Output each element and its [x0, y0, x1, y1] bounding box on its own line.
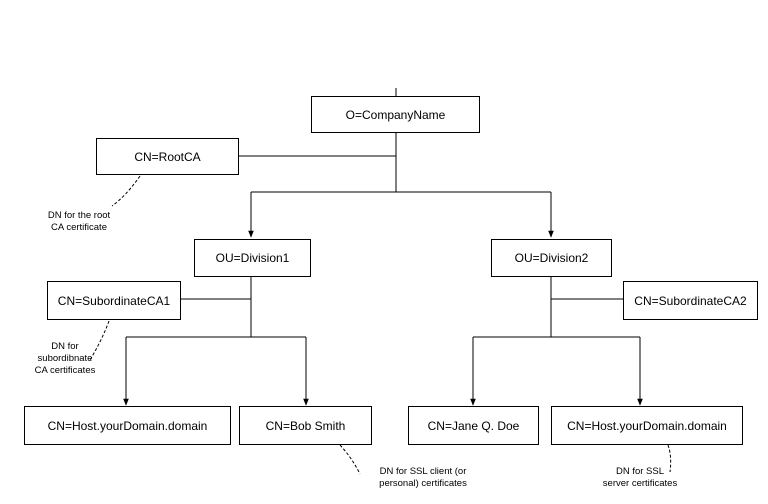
o-companyname-node: O=CompanyName — [311, 96, 480, 133]
ou-division1-node: OU=Division1 — [194, 239, 311, 277]
cn-subordinateca2-node: CN=SubordinateCA2 — [623, 281, 758, 320]
subordinate-ca-note-line1: DN for — [51, 341, 79, 352]
ssl-client-note-line2: personal) certificates — [379, 478, 467, 489]
ou-division2-node: OU=Division2 — [491, 239, 612, 277]
cn-rootca-node: CN=RootCA — [96, 138, 239, 175]
subordinate-ca-note-line3: CA certificates — [34, 365, 96, 376]
rootca-note: DN for the root CA certificate — [24, 210, 134, 234]
ssl-server-note-line1: DN for SSL — [615, 466, 665, 477]
rootca-note-line2: CA certificate — [51, 222, 107, 233]
ssl-server-note-leader — [667, 444, 672, 473]
cn-host-left-node: CN=Host.yourDomain.domain — [24, 406, 231, 445]
subca-note-leader — [89, 320, 110, 361]
ssl-client-note-line1: DN for SSL client (or — [379, 466, 467, 477]
subordinate-ca-note: DN for subordibnate CA certificates — [20, 341, 110, 377]
cn-host-right-node: CN=Host.yourDomain.domain — [551, 406, 743, 445]
subordinate-ca-note-line2: subordibnate — [37, 353, 93, 364]
ssl-client-note: DN for SSL client (or personal) certific… — [350, 466, 496, 490]
rootca-note-leader — [111, 175, 141, 207]
ssl-server-note: DN for SSL server certificates — [580, 466, 700, 490]
rootca-note-line1: DN for the root — [47, 210, 111, 221]
cn-subordinateca1-node: CN=SubordinateCA1 — [47, 281, 181, 320]
cn-jane-doe-node: CN=Jane Q. Doe — [408, 406, 539, 445]
ssl-server-note-line2: server certificates — [602, 478, 678, 489]
cn-bob-smith-node: CN=Bob Smith — [239, 406, 372, 445]
ssl-client-note-leader — [339, 444, 361, 475]
